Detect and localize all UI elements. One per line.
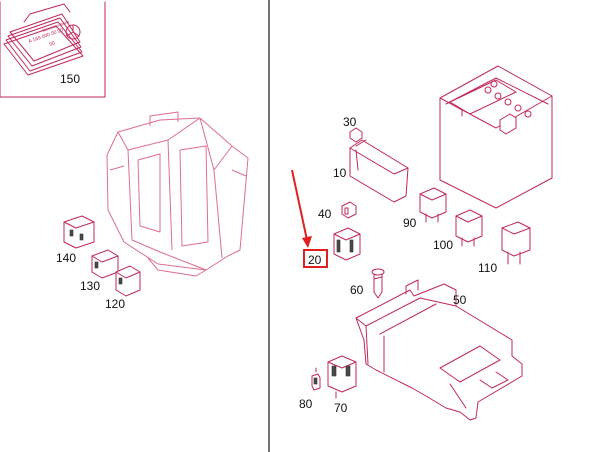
part-label-120: 120 — [105, 297, 125, 311]
fuse-40: 40 — [318, 201, 357, 221]
part-label-10: 10 — [333, 166, 347, 180]
part-label-30: 30 — [343, 115, 357, 129]
pointer-arrow-line — [291, 169, 308, 241]
part-label-110: 110 — [478, 261, 497, 275]
relay-120: 120 — [105, 265, 141, 311]
relay-90: 90 — [403, 187, 447, 230]
highlight-box — [303, 249, 328, 268]
part-label-150: 150 — [60, 72, 80, 86]
part-label-80: 80 — [299, 397, 313, 411]
part-label-100: 100 — [433, 238, 453, 252]
pointer-arrow-head — [302, 236, 312, 248]
part-label-50: 50 — [453, 293, 467, 307]
part-label-70: 70 — [334, 401, 348, 415]
relay-110: 110 — [478, 221, 531, 275]
pin-80: 80 — [299, 367, 321, 411]
part-label-40: 40 — [318, 207, 332, 221]
terminal-30: 30 — [343, 115, 363, 143]
relay-140: 140 — [56, 215, 95, 265]
tray-50: 50 — [355, 279, 523, 421]
relay-100: 100 — [433, 209, 483, 252]
bracket-housing — [106, 111, 249, 277]
battery — [439, 65, 553, 209]
fuse-box-10: 10 — [333, 139, 409, 203]
booklet-callout: Mercedes-Benz A 169 000 00 00 00 150 — [0, 1, 106, 98]
part-label-20: 20 — [308, 253, 322, 267]
part-label-90: 90 — [403, 216, 417, 230]
part-label-140: 140 — [56, 251, 76, 265]
part-label-130: 130 — [80, 279, 100, 293]
booklet-illustration: Mercedes-Benz A 169 000 00 00 00 — [3, 3, 84, 76]
relay-holder-20 — [333, 227, 361, 261]
screw-60: 60 — [350, 268, 385, 299]
highlight-callout-20: 20 — [291, 169, 328, 268]
holder-70: 70 — [327, 355, 357, 415]
part-label-60: 60 — [350, 283, 364, 297]
booklet-suffix-text: 00 — [49, 40, 56, 48]
relay-130: 130 — [80, 249, 119, 293]
